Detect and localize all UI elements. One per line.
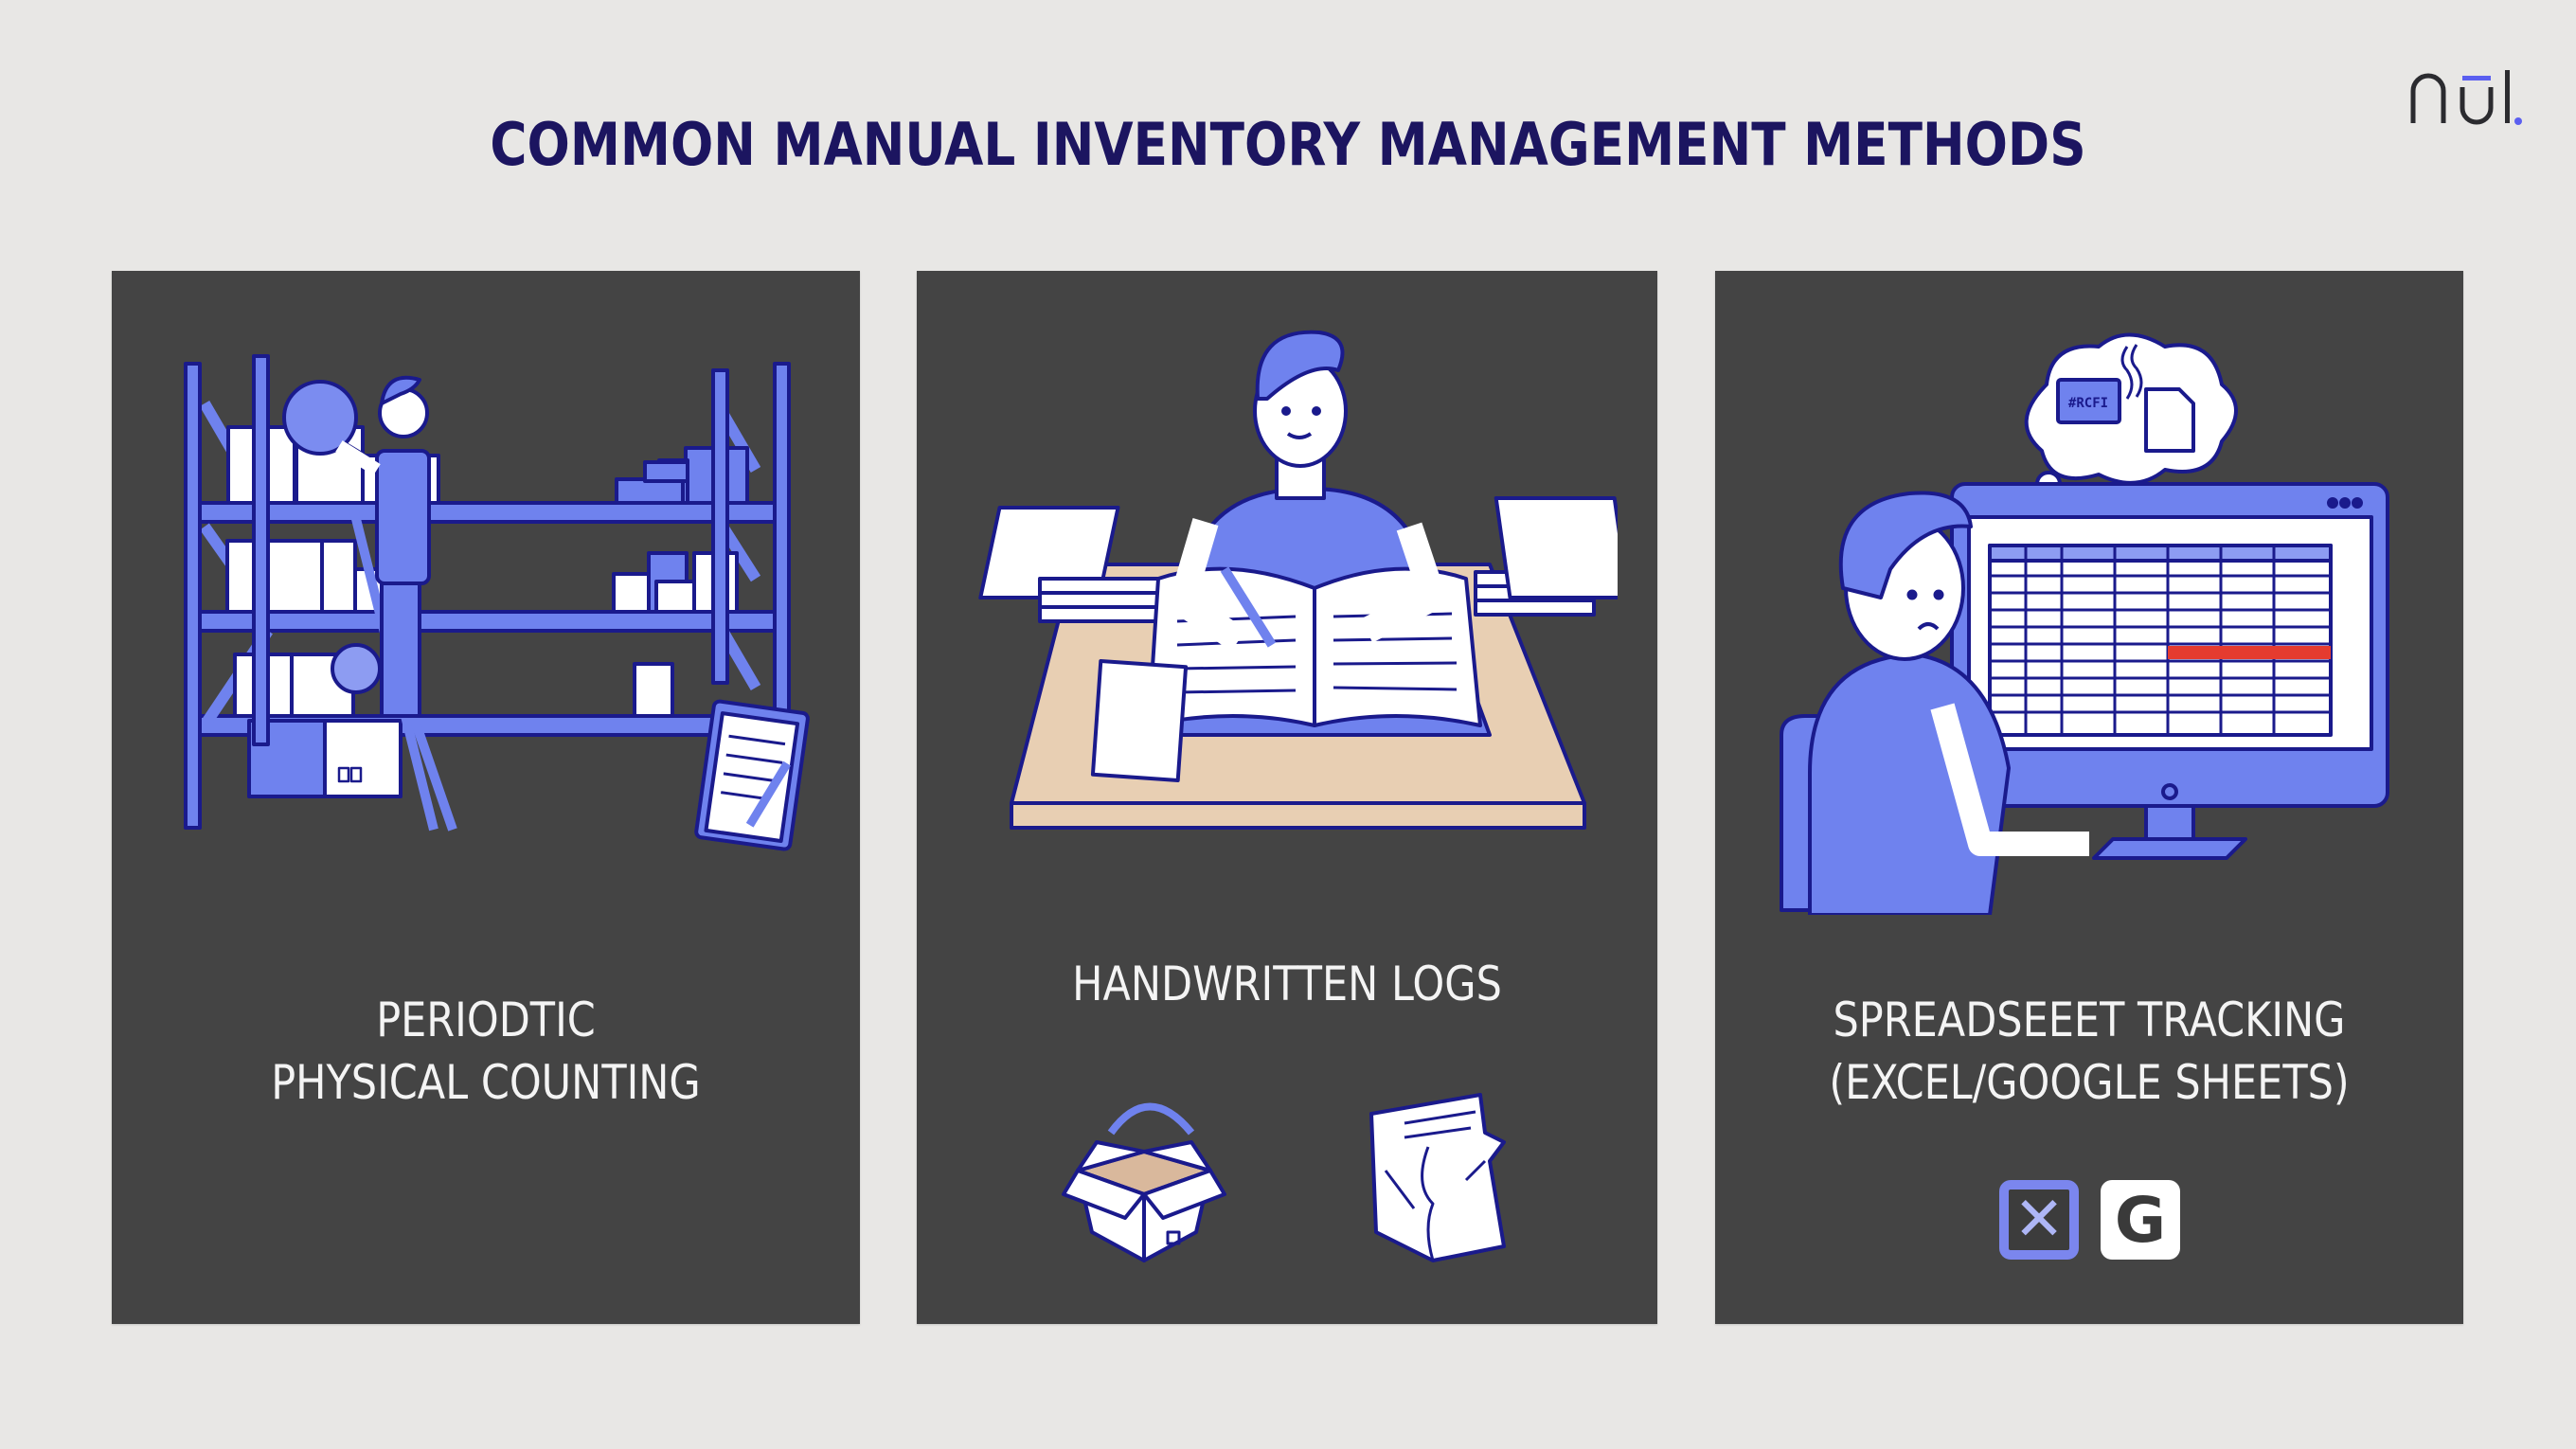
page-title: COMMON MANUAL INVENTORY MANAGEMENT METHO…	[490, 110, 2086, 179]
torn-paper-log-icon	[1369, 1093, 1506, 1262]
spreadsheet-frustration-illustration: #RCFI	[1780, 332, 2389, 915]
handwritten-ledger-illustration	[978, 330, 1618, 830]
svg-text:#RCFI: #RCFI	[2068, 396, 2108, 411]
panel-label: SPREADSEEET TRACKING (EXCEL/GOOGLE SHEET…	[1829, 993, 2350, 1110]
nul-logo	[2410, 70, 2522, 125]
panel-periodic-physical-counting: PERIODTIC PHYSICAL COUNTING	[112, 271, 860, 1324]
open-box-cycle-icon	[1062, 1102, 1226, 1262]
panel-label: PERIODTIC PHYSICAL COUNTING	[271, 993, 701, 1110]
panel-handwritten-logs: HANDWRITTEN LOGS	[917, 271, 1657, 1324]
google-sheets-icon: G	[2101, 1180, 2180, 1260]
panel-spreadsheet-tracking: #RCFI	[1715, 271, 2463, 1324]
warehouse-counting-illustration	[184, 354, 810, 851]
excel-icon: ✕	[1999, 1180, 2079, 1260]
panel-label: HANDWRITTEN LOGS	[1072, 957, 1502, 1011]
error-highlight-row	[2168, 646, 2331, 659]
